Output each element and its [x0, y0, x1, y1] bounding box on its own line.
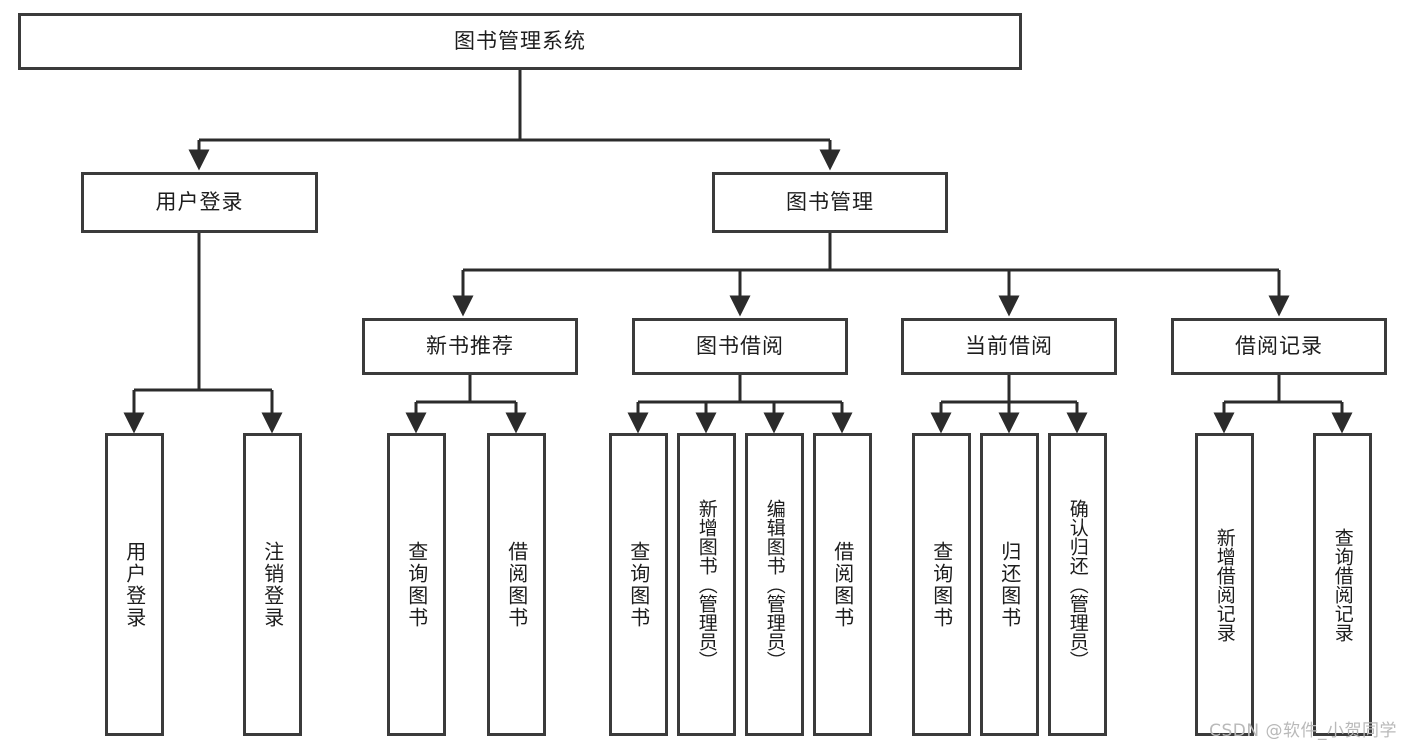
leaf-add-book-admin-label: 新增图书（管理员）: [695, 499, 718, 670]
leaf-user-login[interactable]: 用户登录: [105, 433, 164, 736]
leaf-edit-book-admin-label: 编辑图书（管理员）: [763, 499, 786, 670]
leaf-query-borrow-record[interactable]: 查询借阅记录: [1313, 433, 1372, 736]
node-new-book-recommend-label: 新书推荐: [426, 334, 514, 359]
leaf-return-book-label: 归还图书: [997, 540, 1022, 629]
node-book-manage-label: 图书管理: [786, 190, 874, 215]
leaf-borrow-book[interactable]: 借阅图书: [813, 433, 872, 736]
leaf-query-book-current[interactable]: 查询图书: [912, 433, 971, 736]
leaf-edit-book-admin[interactable]: 编辑图书（管理员）: [745, 433, 804, 736]
node-current-borrow-label: 当前借阅: [965, 334, 1053, 359]
node-book-manage[interactable]: 图书管理: [712, 172, 948, 233]
node-book-borrow[interactable]: 图书借阅: [632, 318, 848, 375]
leaf-confirm-return-admin-label: 确认归还（管理员）: [1066, 499, 1089, 670]
leaf-query-book-recommend[interactable]: 查询图书: [387, 433, 446, 736]
node-new-book-recommend[interactable]: 新书推荐: [362, 318, 578, 375]
leaf-add-book-admin[interactable]: 新增图书（管理员）: [677, 433, 736, 736]
node-user-login[interactable]: 用户登录: [81, 172, 318, 233]
leaf-query-borrow-record-label: 查询借阅记录: [1331, 527, 1354, 642]
leaf-query-book-borrow-label: 查询图书: [626, 540, 651, 629]
leaf-borrow-book-label: 借阅图书: [830, 540, 855, 629]
node-root[interactable]: 图书管理系统: [18, 13, 1022, 70]
leaf-borrow-book-recommend[interactable]: 借阅图书: [487, 433, 546, 736]
leaf-add-borrow-record[interactable]: 新增借阅记录: [1195, 433, 1254, 736]
leaf-query-book-borrow[interactable]: 查询图书: [609, 433, 668, 736]
leaf-logout-label: 注销登录: [260, 540, 285, 629]
leaf-add-borrow-record-label: 新增借阅记录: [1213, 527, 1236, 642]
leaf-user-login-label: 用户登录: [122, 540, 147, 629]
node-borrow-record[interactable]: 借阅记录: [1171, 318, 1387, 375]
node-root-label: 图书管理系统: [454, 29, 586, 54]
leaf-logout[interactable]: 注销登录: [243, 433, 302, 736]
leaf-borrow-book-recommend-label: 借阅图书: [504, 540, 529, 629]
node-book-borrow-label: 图书借阅: [696, 334, 784, 359]
node-user-login-label: 用户登录: [155, 190, 244, 215]
leaf-confirm-return-admin[interactable]: 确认归还（管理员）: [1048, 433, 1107, 736]
watermark-text: CSDN @软件_小贺同学: [1209, 721, 1397, 741]
node-borrow-record-label: 借阅记录: [1235, 334, 1323, 359]
leaf-query-book-recommend-label: 查询图书: [404, 540, 429, 629]
node-current-borrow[interactable]: 当前借阅: [901, 318, 1117, 375]
leaf-return-book[interactable]: 归还图书: [980, 433, 1039, 736]
leaf-query-book-current-label: 查询图书: [929, 540, 954, 629]
